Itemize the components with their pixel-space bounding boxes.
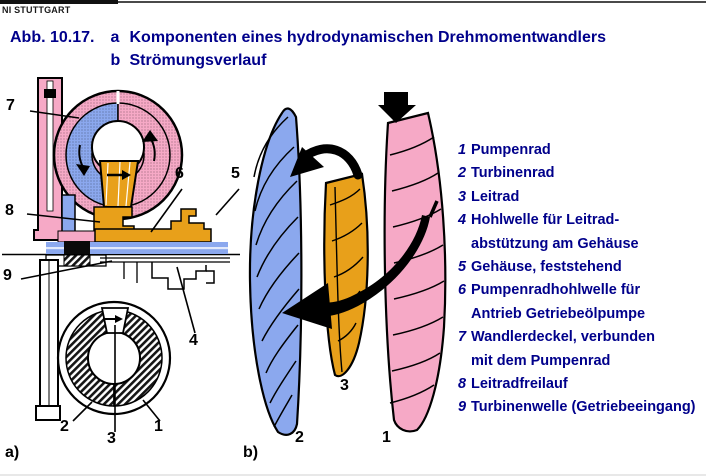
figure-number: Abb. 10.17. bbox=[10, 29, 95, 46]
callout-9: 9 bbox=[3, 267, 12, 284]
legend-item-number: 9 bbox=[458, 399, 467, 416]
legend-item-text-cont: mit dem Pumpenrad bbox=[471, 352, 611, 369]
freewheel-block bbox=[64, 241, 90, 254]
turbine-shaft bbox=[46, 241, 228, 254]
leader-lines bbox=[20, 110, 240, 432]
title-letter-b: b bbox=[110, 51, 121, 69]
callout-b3: 3 bbox=[340, 377, 349, 394]
legend-item-text-cont: abstützung am Gehäuse bbox=[471, 235, 639, 252]
title-line-b: b Strömungsverlauf bbox=[110, 50, 606, 73]
callout-6: 6 bbox=[175, 165, 184, 182]
callout-a1: 1 bbox=[154, 418, 163, 435]
legend-item-text: Wandlerdeckel, verbunden bbox=[471, 329, 655, 346]
stator-wheel bbox=[323, 172, 369, 378]
housing-bracket bbox=[94, 208, 212, 243]
legend-item-text: Turbinenwelle (Getriebeeingang) bbox=[471, 399, 696, 416]
panel-a-label: a) bbox=[5, 444, 20, 461]
legend-item-text: Pumpenradhohlwelle für bbox=[471, 282, 641, 299]
title-letter-a: a bbox=[110, 29, 120, 46]
rotation-arrow bbox=[378, 92, 416, 123]
flow-arrows bbox=[282, 92, 439, 329]
legend-item-number: 3 bbox=[458, 188, 467, 205]
upper-flow-arrow bbox=[299, 144, 363, 180]
legend-item-number: 4 bbox=[458, 212, 467, 229]
exploded-view-diagram bbox=[248, 92, 447, 436]
legend-item-text: Leitradfreilauf bbox=[471, 376, 568, 393]
legend-item-text: Turbinenrad bbox=[471, 165, 555, 182]
cross-section-diagram bbox=[2, 77, 240, 432]
callout-4: 4 bbox=[189, 332, 198, 349]
callout-8: 8 bbox=[5, 202, 14, 219]
university-logo-text: NI STUTTGART bbox=[2, 5, 71, 15]
mirror-half-outline bbox=[35, 254, 230, 421]
figure-title: Abb. 10.17. a Komponenten eines hydrodyn… bbox=[10, 27, 606, 72]
callout-b2: 2 bbox=[295, 429, 304, 446]
top-rule bbox=[0, 1, 706, 3]
legend-item-number: 7 bbox=[458, 329, 467, 346]
callout-a2: 2 bbox=[60, 418, 69, 435]
pump-wheel bbox=[383, 111, 447, 433]
figure-title-items: a Komponenten eines hydrodynamischen Dre… bbox=[110, 27, 606, 72]
legend-item-text: Gehäuse, feststehend bbox=[471, 259, 622, 276]
legend-item-text: Pumpenrad bbox=[471, 142, 551, 158]
university-logo-bar bbox=[0, 0, 118, 4]
legend-item-number: 6 bbox=[458, 282, 467, 299]
callout-a3: 3 bbox=[107, 430, 116, 447]
legend-item-number: 2 bbox=[458, 165, 467, 182]
legend-item-text-cont: Antrieb Getriebeölpumpe bbox=[471, 305, 646, 322]
title-line-a: a Komponenten eines hydrodynamischen Dre… bbox=[110, 27, 606, 50]
legend-item-text: Leitrad bbox=[471, 188, 520, 205]
callout-7: 7 bbox=[6, 97, 15, 114]
panel-b-label: b) bbox=[243, 444, 259, 461]
title-text-b: Strömungsverlauf bbox=[129, 51, 267, 69]
legend-item-text: Hohlwelle für Leitrad- bbox=[471, 212, 620, 229]
turbine-wheel bbox=[248, 107, 303, 436]
callout-b1: 1 bbox=[382, 429, 391, 446]
title-text-a: Komponenten eines hydrodynamischen Drehm… bbox=[129, 29, 607, 46]
legend-item-number: 8 bbox=[458, 376, 467, 393]
callout-5: 5 bbox=[231, 165, 240, 182]
legend-item-number: 5 bbox=[458, 259, 467, 276]
legend-item-number: 1 bbox=[458, 142, 467, 158]
bottom-rule bbox=[0, 474, 706, 476]
